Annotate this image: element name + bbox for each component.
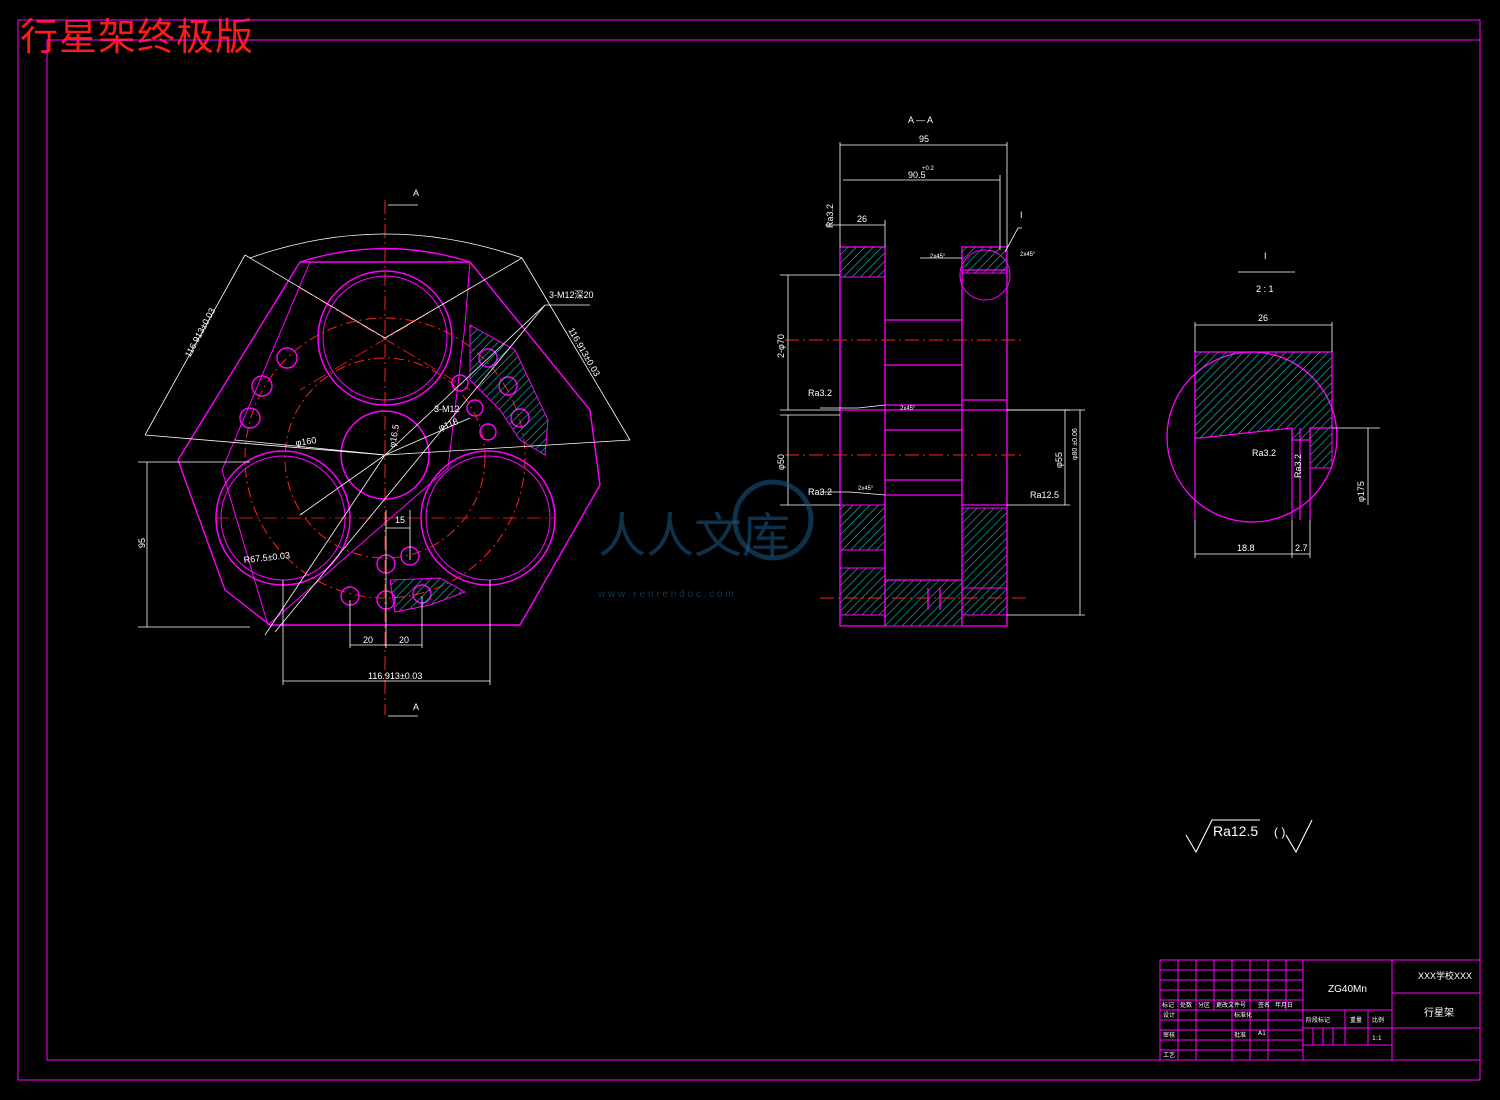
hatch-top-right: [961, 246, 1008, 274]
chamfer-3: 2x45°: [900, 406, 916, 412]
dim-inner: 90.5: [908, 170, 926, 180]
dim-hub: φ16.5: [387, 424, 401, 449]
hole: [251, 375, 273, 397]
dim-threads-a: 3-M12深20: [549, 290, 594, 300]
dim-outer: φ80 ±0.06: [1072, 428, 1079, 460]
inner-border: [46, 39, 1481, 1061]
tb-material: ZG40Mn: [1328, 984, 1367, 995]
tb-scale: 1:1: [1372, 1035, 1382, 1042]
detail-scale: 2 : 1: [1256, 284, 1274, 294]
tb-header-3: 更改文件号: [1216, 1001, 1246, 1009]
rough-4: Ra12.5: [1030, 490, 1059, 500]
hole: [451, 374, 469, 392]
rough-3: Ra3.2: [808, 487, 832, 497]
front-dimension-lines: [138, 204, 631, 717]
dim-bore3: φ55: [1054, 452, 1064, 468]
dim-pitch-b: 20: [399, 635, 409, 645]
section-label: A — A: [908, 115, 933, 125]
rough-1: Ra3.2: [825, 204, 835, 228]
tb-stage-0: 阶段标记: [1306, 1016, 1330, 1024]
watermark: [732, 479, 814, 561]
hatch-bottom-right: [961, 507, 1008, 589]
tb-row-0: 设计: [1163, 1011, 1175, 1019]
section-view: [780, 142, 1085, 627]
tb-header-0: 标记: [1162, 1001, 1174, 1009]
dim-slot: 15: [395, 515, 405, 525]
hole: [276, 347, 298, 369]
detail-circle-i: [959, 249, 1011, 301]
drawing-title: 行星架终极版: [20, 15, 255, 59]
front-view: [138, 200, 631, 717]
dim-height: 95: [137, 538, 147, 548]
detail-ref: I: [1020, 210, 1023, 220]
front-outline: [177, 261, 601, 626]
watermark-url: w w w . r e n r e n d o c . c o m: [597, 589, 734, 600]
hole: [479, 423, 497, 441]
chamfer-4: 2x45°: [858, 486, 874, 492]
detail-outline: [1194, 352, 1311, 520]
section-outline: [839, 246, 1008, 627]
general-roughness-paren: ( ): [1274, 825, 1285, 839]
chamfer-1: 2x45°: [930, 254, 946, 260]
tb-header-2: 分区: [1198, 1001, 1210, 1009]
pitch-circle-outer: [244, 317, 526, 599]
dim-chord-right: 116.913±0.03: [566, 326, 602, 378]
tb-row-2: 工艺: [1163, 1051, 1175, 1059]
dim-overall: 95: [919, 134, 929, 144]
watermark-text: 人人文库: [598, 508, 790, 564]
dim-pitch-a: 20: [363, 635, 373, 645]
dim-radius: R67.5±0.03: [243, 550, 290, 565]
detail-view: [1166, 271, 1380, 558]
hatch-mid-left: [839, 504, 886, 551]
hole: [239, 407, 261, 429]
tb-mid-0: 标准化: [1234, 1011, 1252, 1019]
detail-right: 2.7: [1295, 543, 1308, 553]
detail-dimension-lines: [1194, 271, 1380, 558]
detail-rough-a: Ra3.2: [1252, 448, 1276, 458]
hole: [466, 399, 484, 417]
tb-stage-2: 比例: [1372, 1016, 1384, 1024]
tb-header-1: 处数: [1180, 1001, 1192, 1009]
tb-company: XXX学校XXX: [1418, 970, 1472, 981]
detail-hatch-top: [1194, 351, 1333, 441]
detail-dia: φ175: [1356, 481, 1366, 502]
chamfer-2: 2x45°: [1020, 252, 1036, 258]
dim-bottom-chord: 116.913±0.03: [368, 671, 422, 681]
dim-inner-tol: +0.2: [922, 166, 935, 172]
rough-2: Ra3.2: [808, 388, 832, 398]
dim-dia-160: φ160: [295, 435, 317, 448]
detail-rough-b: Ra3.2: [1293, 454, 1303, 478]
detail-label: I: [1264, 251, 1267, 261]
dim-bore1: 2-φ70: [776, 334, 786, 358]
dim-chord-left: 116.913±0.03: [183, 306, 217, 359]
dim-flange: 26: [857, 214, 867, 224]
general-roughness: Ra12.5: [1213, 823, 1258, 839]
pitch-circle-inner: [284, 357, 486, 559]
tb-row-1: 审核: [1163, 1031, 1175, 1039]
tb-sheet: A1: [1258, 1030, 1266, 1037]
detail-width: 26: [1258, 313, 1268, 323]
section-mark-top: A: [413, 188, 419, 198]
section-centerlines: [785, 339, 1030, 599]
watermark-logo-circle: [732, 479, 814, 561]
dim-dia-118: φ118: [437, 416, 459, 433]
tb-header-5: 年月日: [1275, 1001, 1293, 1009]
section-dimension-lines: [780, 142, 1085, 616]
tb-mid-1: 批准: [1234, 1031, 1246, 1039]
general-roughness-symbol: [1185, 819, 1313, 854]
tb-part-name: 行星架: [1424, 1006, 1454, 1019]
tb-stage-1: 重量: [1350, 1016, 1362, 1024]
hatched-pocket-bottom: [389, 577, 467, 613]
dim-bore2: φ50: [776, 454, 786, 470]
section-mark-bottom: A: [413, 702, 419, 712]
dim-threads-b: 3-M12: [434, 404, 460, 414]
tb-header-4: 签名: [1258, 1001, 1270, 1009]
front-inner-triangle: [221, 261, 471, 626]
title-block: [1159, 959, 1481, 1061]
detail-left: 18.8: [1237, 543, 1255, 553]
